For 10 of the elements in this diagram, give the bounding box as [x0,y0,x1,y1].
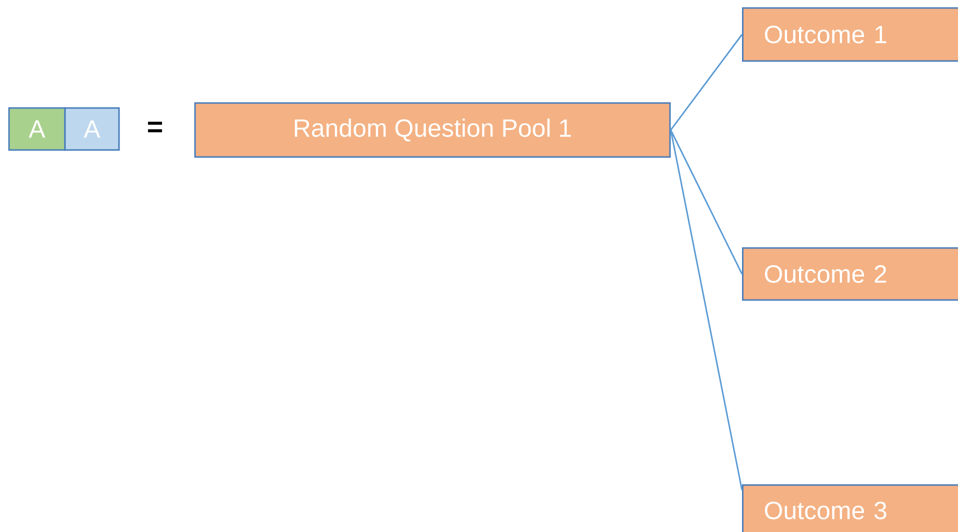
connector-line [670,34,743,130]
outcome-box: Outcome 1 [742,7,958,62]
pool-box: Random Question Pool 1 [194,102,671,158]
letter-box: A [8,107,66,151]
connector-line [670,130,743,490]
outcome-box: Outcome 3 [742,484,958,532]
letter-box: A [64,107,120,151]
outcome-box: Outcome 2 [742,247,958,301]
connector-line [670,130,743,274]
equals-sign: = [148,122,162,132]
